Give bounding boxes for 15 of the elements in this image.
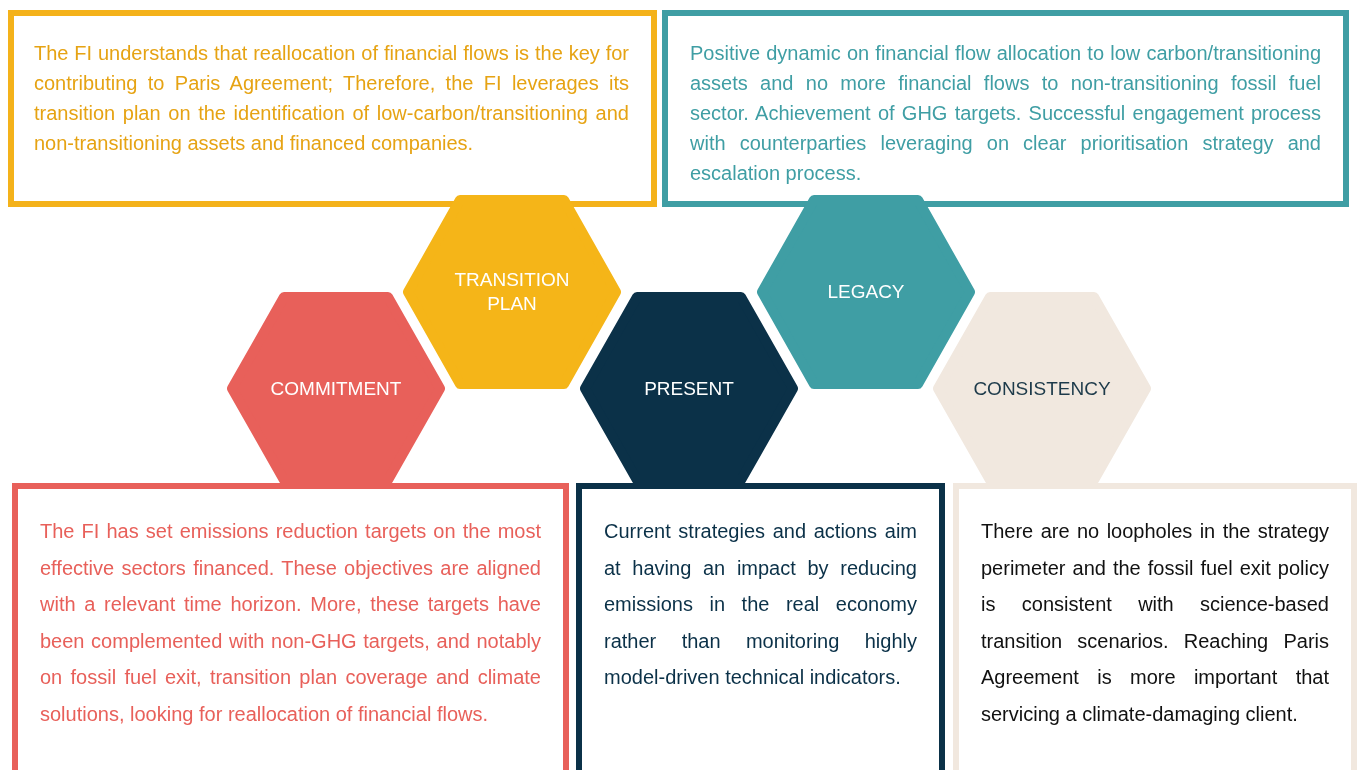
text-card [12,483,569,770]
hexagon-label: PRESENT [644,376,734,401]
text-card [662,10,1349,207]
hexagon-label: TRANSITION PLAN [453,268,571,316]
hexagon-label: COMMITMENT [270,376,402,401]
description-text: The FI understands that reallocation of financial flows is the key for contributing to Paris Agreement; Therefore, the FI leverages its transition plan on the identification of low-carbon/transitioning and non-transitioning assets and financed companies. [34,41,629,156]
description-text: The FI has set emissions reduction targets on the most effective sectors financed. These objectives are aligned with a relevant time horizon. More, these targets have been complemented with non-GHG targets, and notably on fossil fuel exit, transition plan coverage and climate solutions, looking for reallocation of financial flows. [40,519,541,727]
text-card [576,483,945,770]
hexagon-label: LEGACY [827,280,905,304]
description-text: Current strategies and actions aim at having an impact by reducing emissions in the real economy rather than monitoring highly model-driven technical indicators. [604,519,917,690]
text-card [953,483,1357,770]
hexagon-label: CONSISTENCY [973,376,1111,401]
description-text: There are no loopholes in the strategy perimeter and the fossil fuel exit policy is consistent with science-based transition scenarios. Reaching Paris Agreement is more important that servicing a climate-damaging client. [981,519,1329,727]
text-card [8,10,657,207]
description-text: Positive dynamic on financial flow allocation to low carbon/transitioning assets and no more financial flows to non-transitioning fossil fuel sector. Achievement of GHG targets. Successful engagement process with counterparties leveraging on clear prioritisation strategy and escalation process. [690,41,1321,186]
